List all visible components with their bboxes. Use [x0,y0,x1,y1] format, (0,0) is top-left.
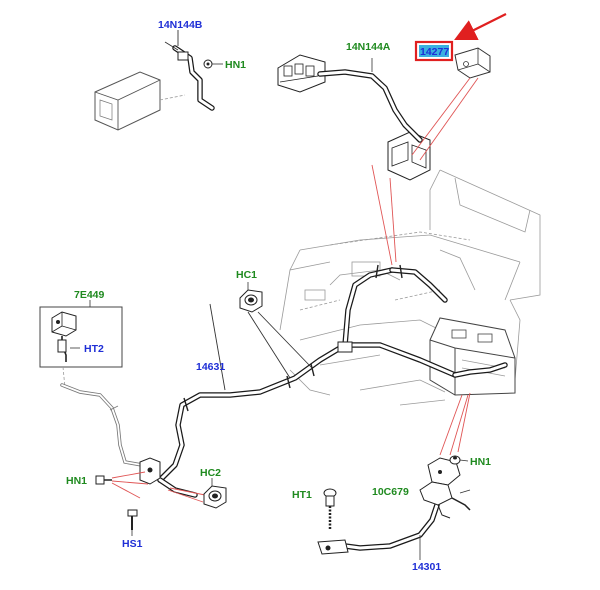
label-hn1-top: HN1 [225,59,246,71]
label-7E449: 7E449 [74,289,105,301]
screw-hs1 [127,509,138,536]
stud-ht1 [323,488,337,530]
cable-14N144B [164,41,215,111]
control-module [94,71,161,131]
clip-hc2 [203,478,227,509]
module-link-line [159,94,186,101]
part-14277-bracket [454,47,491,79]
part-10C679 [419,457,471,519]
label-14631: 14631 [196,361,225,373]
cable-14301 [317,502,440,560]
label-hc1: HC1 [236,269,257,281]
nut-hn1-top [203,59,223,69]
fuse-box [277,54,326,93]
label-hn1-right: HN1 [470,456,491,468]
harness-connector [139,457,161,485]
label-ht2: HT2 [84,343,104,355]
label-14277: 14277 [420,46,449,58]
label-14N144A: 14N144A [346,41,391,53]
leader-lines-14277 [411,77,479,161]
cable-14N144A [317,58,423,143]
label-ht1: HT1 [292,489,312,501]
highlight-callout-14277 [414,13,507,62]
cable-14631 [157,264,458,498]
label-10C679: 10C679 [372,486,409,498]
leader-lines-battery [439,392,471,456]
label-hc2: HC2 [200,467,221,479]
nut-hn1-right [449,455,469,465]
leader-lines-hn1-left [111,471,206,503]
inset-7E449 [39,300,123,368]
leader-lines-junction [371,164,397,266]
label-14301: 14301 [412,561,441,573]
bolt-hn1-left [95,475,112,485]
label-leaders [177,30,471,494]
label-hs1: HS1 [122,538,143,550]
battery-terminal-cable [452,362,508,378]
callout-arrow [454,13,507,40]
vehicle-body-outline [279,169,541,406]
battery [429,317,516,396]
leader-lines-hc1 [247,311,313,379]
label-14N144B: 14N144B [158,19,203,31]
sensor-harness-background [60,383,144,467]
label-hn1-left: HN1 [66,475,87,487]
clip-hc1 [239,282,263,313]
